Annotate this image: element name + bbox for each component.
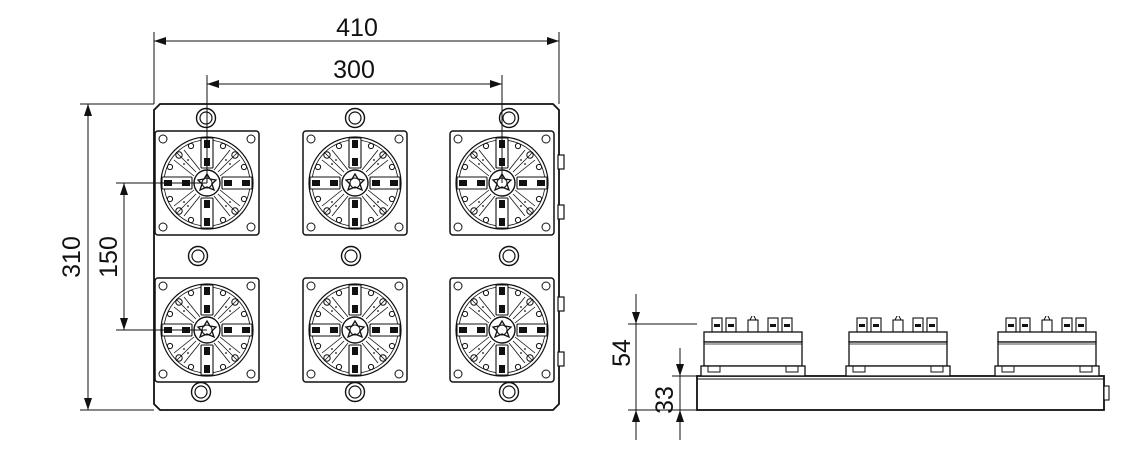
- dimension-label-54: 54: [608, 339, 636, 367]
- top-view: 410 300 310 150: [58, 14, 565, 411]
- side-chuck-left: [700, 316, 806, 376]
- dimension-chuck-spacing-x: 300: [206, 56, 503, 183]
- dimension-side-base-height: 33: [651, 348, 697, 440]
- dimension-side-total-height: 54: [608, 294, 697, 440]
- dimension-chuck-spacing-y: 150: [95, 182, 207, 331]
- side-chuck-center: [845, 316, 951, 376]
- side-base-plate: [696, 375, 1105, 411]
- dimension-plate-height: 310: [58, 103, 154, 411]
- side-chuck-right: [994, 316, 1100, 376]
- chuck-bottom-right: [449, 277, 555, 383]
- side-view: 54 33: [608, 294, 1110, 440]
- chuck-bottom-center: [302, 277, 408, 383]
- chuck-top-center: [302, 130, 408, 236]
- dimension-label-300: 300: [333, 56, 375, 84]
- dimension-label-33: 33: [651, 386, 679, 414]
- dimension-label-150: 150: [95, 236, 123, 278]
- dimension-label-310: 310: [58, 236, 86, 278]
- dimension-plate-width: 410: [153, 14, 560, 104]
- side-fittings: [557, 154, 565, 367]
- dimension-label-410: 410: [336, 14, 378, 42]
